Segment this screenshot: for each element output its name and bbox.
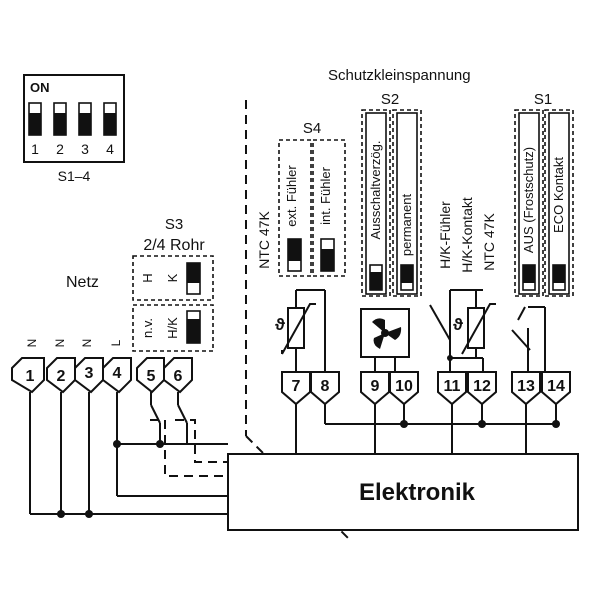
s2-label: S2: [381, 91, 399, 108]
terminal-11: 11: [437, 371, 467, 406]
s1-switch-aus-frostschutz: AUS (Frostschutz): [514, 109, 544, 297]
low-voltage-wiring: [295, 404, 560, 454]
dip-caption: S1–4: [58, 168, 91, 184]
terminal-label-11: 11: [444, 378, 461, 395]
s3-switch-h-k: H K: [132, 255, 214, 301]
s4-ext-fuehler-label: ext. Fühler: [284, 165, 299, 227]
s1-eco-kontakt-label: ECO Kontakt: [551, 157, 566, 233]
dip-number-2: 2: [56, 141, 64, 157]
s1-switch-eco-kontakt: ECO Kontakt: [544, 109, 574, 297]
terminal-13: 13: [511, 371, 541, 406]
terminal-label-5: 5: [147, 368, 156, 385]
terminal-10: 10: [389, 371, 419, 406]
schutzkleinspannung-label: Schutzkleinspannung: [328, 67, 471, 84]
s3-label-hk: H/K: [165, 317, 180, 339]
s4-int-fuehler-label: int. Fühler: [318, 166, 333, 224]
dip-switch-4: [103, 102, 117, 136]
terminal-label-7: 7: [292, 378, 301, 395]
dip-switch-2: [53, 102, 67, 136]
terminal-12: 12: [467, 371, 497, 406]
dip-on-label: ON: [30, 80, 50, 95]
s3-switch-nv-hk: n.v. H/K: [132, 304, 214, 352]
terminal-label-2: 2: [57, 368, 66, 385]
s2-switch-ausschaltverzoeg: Ausschaltverzög.: [361, 109, 391, 297]
terminal-4: 4: [102, 357, 132, 394]
ntc-sensor-icon: ϑ: [275, 289, 326, 372]
terminal-8: 8: [310, 371, 340, 406]
terminal-label-13: 13: [517, 378, 535, 395]
s4-label: S4: [303, 120, 321, 137]
terminal-label-12: 12: [473, 378, 491, 395]
terminal-label-10: 10: [395, 378, 413, 395]
dip-number-3: 3: [81, 141, 89, 157]
s3-subtitle: 2/4 Rohr: [143, 237, 205, 254]
hk-sensor-contact-icon: ϑ: [429, 289, 496, 372]
dip-number-1: 1: [31, 141, 39, 157]
s3-label: S3: [165, 216, 183, 233]
line-label-n3: N: [80, 339, 94, 348]
fan-icon: [360, 308, 410, 372]
dip-switch-block: ON 1 2 3 4 S1–4: [23, 74, 125, 184]
terminal-label-3: 3: [85, 365, 94, 382]
s2-permanent-label: permanent: [399, 194, 414, 257]
electronics-block: Elektronik: [227, 453, 579, 531]
terminal-label-9: 9: [371, 378, 380, 395]
terminal-1: 1: [11, 357, 45, 394]
s1-label: S1: [534, 91, 552, 108]
ntc-47k-left-label: NTC 47K: [256, 211, 272, 269]
hk-kontakt-label: H/K-Kontakt: [459, 197, 475, 273]
line-label-n1: N: [25, 339, 39, 348]
electronics-label: Elektronik: [359, 479, 476, 506]
s3-label-nv: n.v.: [140, 318, 155, 338]
s4-switch-ext-fuehler: ext. Fühler: [278, 139, 312, 277]
terminal-label-1: 1: [26, 368, 35, 385]
s1-aus-frostschutz-label: AUS (Frostschutz): [521, 147, 536, 253]
terminal-label-8: 8: [321, 378, 330, 395]
svg-text:ϑ: ϑ: [453, 315, 463, 334]
s4-switch-int-fuehler: int. Fühler: [312, 139, 346, 277]
netz-label: Netz: [66, 274, 99, 291]
dip-number-4: 4: [106, 141, 114, 157]
contact-13-14-icon: [511, 306, 546, 372]
terminal-2: 2: [46, 357, 76, 394]
terminal-label-4: 4: [113, 365, 122, 382]
ntc-47k-right-label: NTC 47K: [481, 213, 497, 271]
line-label-n2: N: [53, 339, 67, 348]
mains-wiring: [29, 392, 228, 518]
terminal-7: 7: [281, 371, 311, 406]
terminal-6: 6: [163, 357, 193, 394]
s2-ausschaltverzoeg-label: Ausschaltverzög.: [368, 141, 383, 240]
s2-switch-permanent: permanent: [392, 109, 422, 297]
terminal-14: 14: [541, 371, 571, 406]
s3-label-k: K: [165, 273, 180, 282]
s3-label-h: H: [140, 273, 155, 282]
svg-text:ϑ: ϑ: [275, 315, 285, 334]
terminal-5: 5: [136, 357, 165, 394]
line-label-l: L: [109, 339, 123, 346]
dip-switch-3: [78, 102, 92, 136]
terminal-label-14: 14: [547, 378, 565, 395]
hk-fuehler-label: H/K-Fühler: [437, 201, 453, 269]
terminal-3: 3: [74, 357, 104, 394]
dip-switch-1: [28, 102, 42, 136]
terminal-9: 9: [360, 371, 390, 406]
terminal-label-6: 6: [174, 368, 183, 385]
